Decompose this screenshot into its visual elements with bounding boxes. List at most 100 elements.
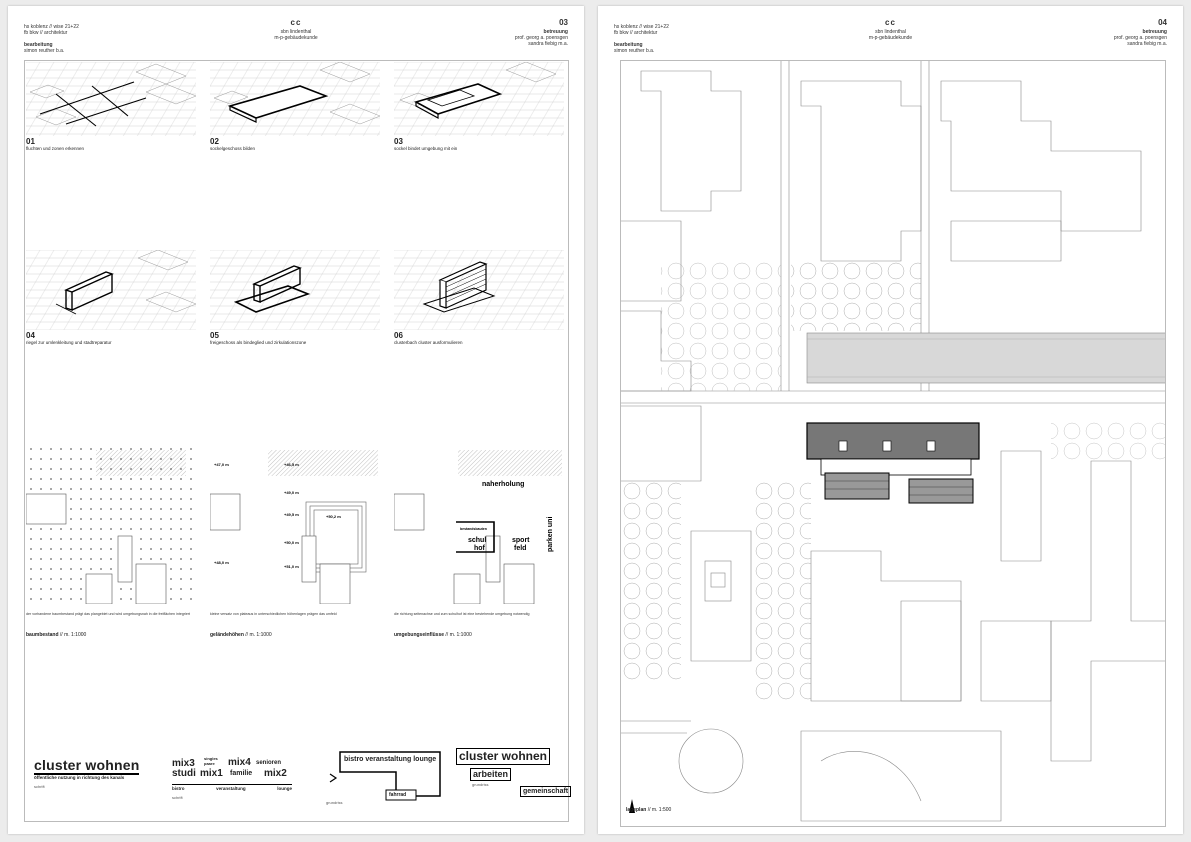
supervision-label: betreuung xyxy=(543,29,568,35)
label-bestand: bestandsbauten xyxy=(460,527,487,531)
step-number: 01 xyxy=(26,137,35,146)
module-label: m-p-gebäudekunde xyxy=(868,35,913,41)
label-naherholung: naherholung xyxy=(482,481,524,488)
fahrrad-label: fahrrad xyxy=(389,792,407,798)
elev-label: +51,0 m xyxy=(284,564,299,569)
role-label: bearbeitung xyxy=(24,42,53,48)
site-description: der vorhandene baumbestand prägt das pla… xyxy=(26,612,191,616)
supervision-label: betreuung xyxy=(1142,29,1167,35)
logo-subtitle: öffentliche nutzung in richtung des kana… xyxy=(34,775,125,780)
header-right: 04 betreuung prof. georg a. poensgen san… xyxy=(1113,18,1167,48)
author-label: simon reuther b.a. xyxy=(614,48,655,54)
logo-caption: schrift xyxy=(172,795,183,800)
context-plan: naherholung bestandsbauten schul hof spo… xyxy=(393,450,562,605)
project-code: cc xyxy=(885,18,896,27)
ground-bistro-label: bistro veranstaltung lounge xyxy=(344,756,437,763)
elev-label: +49,5 m xyxy=(284,512,299,517)
step-caption: riegel zur umlenkleitung und stadtrepara… xyxy=(26,340,112,345)
prof-label: prof. georg a. poensgen xyxy=(1113,35,1167,41)
step-panel-05: 05 freigeschoss als bindeglied und zirku… xyxy=(210,250,380,345)
step-number: 02 xyxy=(210,137,219,146)
familie-label: familie xyxy=(230,770,253,777)
logo-cluster-wohnen-2: cluster wohnen arbeiten gemeinschaft gru… xyxy=(456,748,572,810)
site-description: die richtung seitenachse und zum schulho… xyxy=(394,612,530,616)
step-caption: clusterbach cluster ausformulieren xyxy=(394,340,463,345)
label-feld: feld xyxy=(514,545,526,552)
content-frame xyxy=(24,60,569,822)
axon-drawing-04 xyxy=(26,250,196,330)
step-panel-04: 04 riegel zur umlenkleitung und stadtrep… xyxy=(26,250,196,345)
prof-label: prof. georg a. poensgen xyxy=(514,35,568,41)
site-title: baumbestand // m. 1:1000 xyxy=(26,632,87,638)
north-arrow-icon xyxy=(629,799,635,813)
site-panel-baumbestand: der vorhandene baumbestand prägt das pla… xyxy=(25,444,196,638)
header-center: cc sbn lindenthal m-p-gebäudekunde xyxy=(868,18,913,42)
bistro-label: bistro xyxy=(172,786,185,791)
grundriss2-caption: grundriss xyxy=(472,782,489,787)
project-code: cc xyxy=(290,18,302,27)
elev-label: +50,0 m xyxy=(284,540,299,545)
tree-plan xyxy=(25,444,196,605)
lounge-label: lounge xyxy=(277,786,292,791)
header-left: hs koblenz // wise 21+22 fb bkw // archi… xyxy=(24,24,79,54)
logo-ground-plan: bistro veranstaltung lounge fahrrad grun… xyxy=(326,748,446,808)
step-panel-01: 01 fluchten und zonen erkennen xyxy=(26,62,196,151)
site-plan xyxy=(620,60,1166,827)
veranstaltung-label: veranstaltung xyxy=(216,786,246,791)
elev-label: +50,2 m xyxy=(326,514,341,519)
site-plan-drawing xyxy=(621,61,1165,822)
page-number: 04 xyxy=(1158,18,1167,27)
site-title: umgebungseinflüsse // m. 1:1000 xyxy=(394,632,472,638)
step-number: 04 xyxy=(26,331,35,340)
logo-title: cluster wohnen xyxy=(34,757,140,775)
axon-drawing-05 xyxy=(210,250,380,330)
step-number: 06 xyxy=(394,331,403,340)
school-label: hs koblenz // wise 21+22 xyxy=(24,24,79,30)
label-sport: sport xyxy=(512,537,530,544)
role-label: bearbeitung xyxy=(614,42,643,48)
step-caption: fluchten und zonen erkennen xyxy=(26,146,85,151)
axon-drawing-06 xyxy=(394,250,564,330)
step-caption: sockelgeschoss bilden xyxy=(210,146,256,151)
arbeiten-label: arbeiten xyxy=(470,768,512,781)
assistant-label: sandra fiebig m.a. xyxy=(528,41,568,47)
project-subtitle: sbn lindenthal xyxy=(280,29,312,35)
studi-label: studi xyxy=(172,768,196,779)
step-panel-02: 02 sockelgeschoss bilden xyxy=(210,62,380,151)
logo-caption: schrift xyxy=(34,784,45,789)
mix2-label: mix2 xyxy=(264,768,287,779)
step-panel-03: 03 sockel bindet umgebung mit ein xyxy=(394,62,564,151)
mix1-label: mix1 xyxy=(200,768,223,779)
site-title: geländehöhen // m. 1:1000 xyxy=(210,632,272,638)
elev-label: +48,0 m xyxy=(214,560,229,565)
module-label: m-p-gebäudekunde xyxy=(274,35,318,41)
mix3-label: mix3 xyxy=(172,758,195,769)
dept-label: fb bkw // architektur xyxy=(24,30,68,36)
paare-label: paare xyxy=(204,761,215,766)
sheet-header: hs koblenz // wise 21+22 fb bkw // archi… xyxy=(24,18,568,60)
site-description: kleine versatz von plateaus in unterschi… xyxy=(210,612,337,616)
step-panel-06: 06 clusterbach cluster ausformulieren xyxy=(394,250,564,345)
sheet-03: hs koblenz // wise 21+22 fb bkw // archi… xyxy=(8,6,584,834)
step-caption: freigeschoss als bindeglied und zirkulat… xyxy=(210,340,307,345)
step-caption: sockel bindet umgebung mit ein xyxy=(394,146,458,151)
header-left: hs koblenz // wise 21+22 fb bkw // archi… xyxy=(614,24,669,54)
sheet-04: hs koblenz // wise 21+22 fb bkw // archi… xyxy=(598,6,1183,834)
page-number: 03 xyxy=(559,18,568,27)
elevation-plan: +47,0 m +46,5 m +49,0 m +49,5 m +50,2 m … xyxy=(209,450,378,605)
step-number: 05 xyxy=(210,331,219,340)
elev-label: +49,0 m xyxy=(284,490,299,495)
author-label: simon reuther b.a. xyxy=(24,48,65,54)
elev-label: +47,0 m xyxy=(214,462,229,467)
header-right: 03 betreuung prof. georg a. poensgen san… xyxy=(514,18,568,48)
site-panel-gelaende: +47,0 m +46,5 m +49,0 m +49,5 m +50,2 m … xyxy=(209,444,380,638)
label-parken: parken uni xyxy=(547,517,554,552)
label-schul: schul xyxy=(468,537,486,544)
assistant-label: sandra fiebig m.a. xyxy=(1127,41,1167,47)
step-number: 03 xyxy=(394,137,403,146)
project-building xyxy=(806,422,980,504)
axon-drawing-01 xyxy=(26,62,196,136)
site-panel-umgebung: naherholung bestandsbauten schul hof spo… xyxy=(393,444,564,638)
sheet-header: hs koblenz // wise 21+22 fb bkw // archi… xyxy=(614,18,1167,60)
site-plan-caption: lageplan // m. 1:500 xyxy=(626,807,672,813)
